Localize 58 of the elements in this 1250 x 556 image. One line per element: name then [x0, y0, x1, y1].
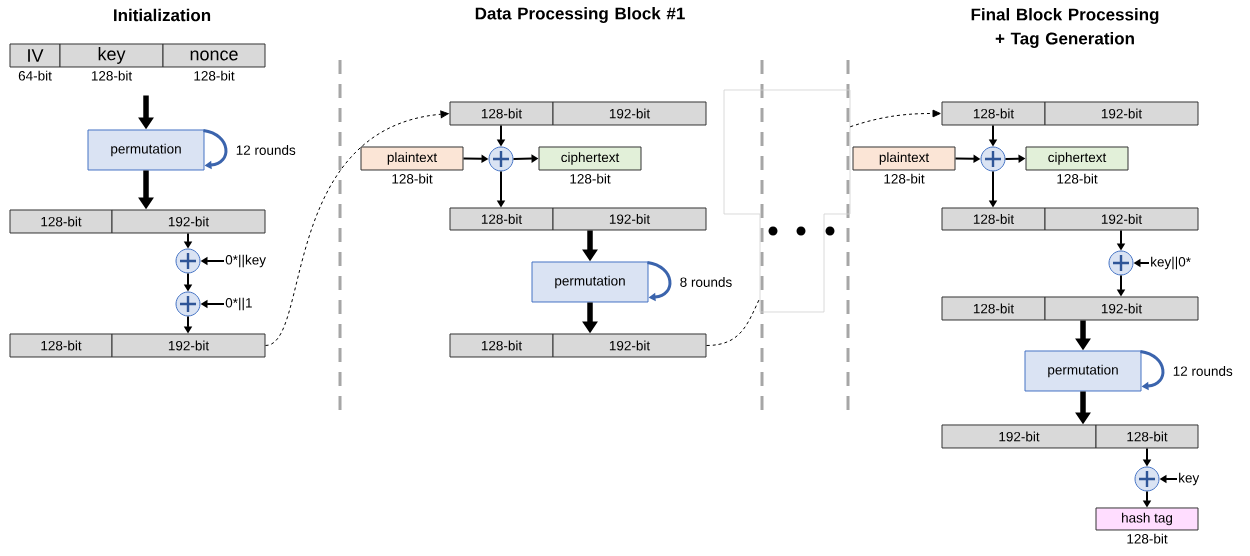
register-cell: IV [9, 43, 61, 68]
register-cell: 128-bit [449, 333, 554, 358]
loop-arrow [1140, 350, 1165, 391]
register-cell: 128-bit [1095, 424, 1199, 449]
register-cell: 128-bit [941, 296, 1046, 321]
xor-symbol [1134, 466, 1160, 492]
round-count-label: 8 rounds [680, 277, 732, 287]
bit-width-label: 128-bit [91, 70, 133, 81]
register-cell: 128-bit [9, 209, 113, 234]
data-box: ciphertext [538, 146, 642, 171]
bit-width-label: 128-bit [1057, 173, 1098, 184]
input-label: key||0* [1151, 256, 1191, 270]
input-label: key [1179, 472, 1200, 486]
permutation-box: permutation [1024, 350, 1142, 392]
input-label: 0*||1 [225, 297, 252, 311]
register-cell: 192-bit [1044, 296, 1199, 321]
xor-symbol [980, 146, 1006, 172]
bit-width-label: 128-bit [884, 173, 925, 184]
data-box: plaintext [360, 146, 464, 171]
input-label: 0*||key [225, 254, 266, 268]
dashed-connector [265, 110, 449, 346]
register-cell: 128-bit [941, 207, 1046, 231]
permutation-box: permutation [87, 129, 205, 171]
column-title: Data Processing Block #1 [475, 7, 685, 23]
data-box: ciphertext [1025, 146, 1129, 171]
data-box: hash tag [1095, 507, 1199, 531]
register-cell: 192-bit [552, 207, 707, 231]
register-cell: 192-bit [552, 101, 707, 126]
xor-symbol [175, 291, 201, 317]
xor-symbol [1108, 250, 1134, 276]
column-title: Initialization [114, 8, 211, 22]
dashed-connector [706, 297, 761, 346]
xor-symbol [175, 248, 201, 274]
register-cell: 192-bit [111, 209, 266, 234]
register-cell: nonce [162, 43, 266, 68]
bit-width-label: 128-bit [392, 173, 433, 184]
permutation-box: permutation [531, 261, 649, 303]
register-cell: 192-bit [111, 333, 266, 358]
round-count-label: 12 rounds [236, 145, 296, 155]
register-cell: 128-bit [9, 333, 113, 358]
loop-arrow [203, 129, 228, 170]
round-count-label: 12 rounds [1173, 366, 1233, 376]
bit-width-label: 128-bit [194, 70, 235, 81]
bit-width-label: 128-bit [1127, 533, 1168, 544]
column-title: Final Block Processing + Tag Generation [971, 8, 1159, 48]
register-cell: 128-bit [449, 207, 554, 231]
xor-symbol [488, 146, 514, 172]
bit-width-label: 128-bit [570, 173, 611, 184]
register-cell: 192-bit [941, 424, 1097, 449]
register-cell: 192-bit [552, 333, 707, 358]
register-cell: 128-bit [449, 101, 554, 126]
register-cell: 192-bit [1044, 101, 1199, 126]
dashed-connector [849, 109, 941, 128]
data-box: plaintext [852, 146, 956, 171]
loop-arrow [647, 261, 672, 302]
register-cell: 128-bit [941, 101, 1046, 126]
register-cell: 192-bit [1044, 207, 1199, 231]
bit-width-label: 64-bit [18, 70, 52, 81]
